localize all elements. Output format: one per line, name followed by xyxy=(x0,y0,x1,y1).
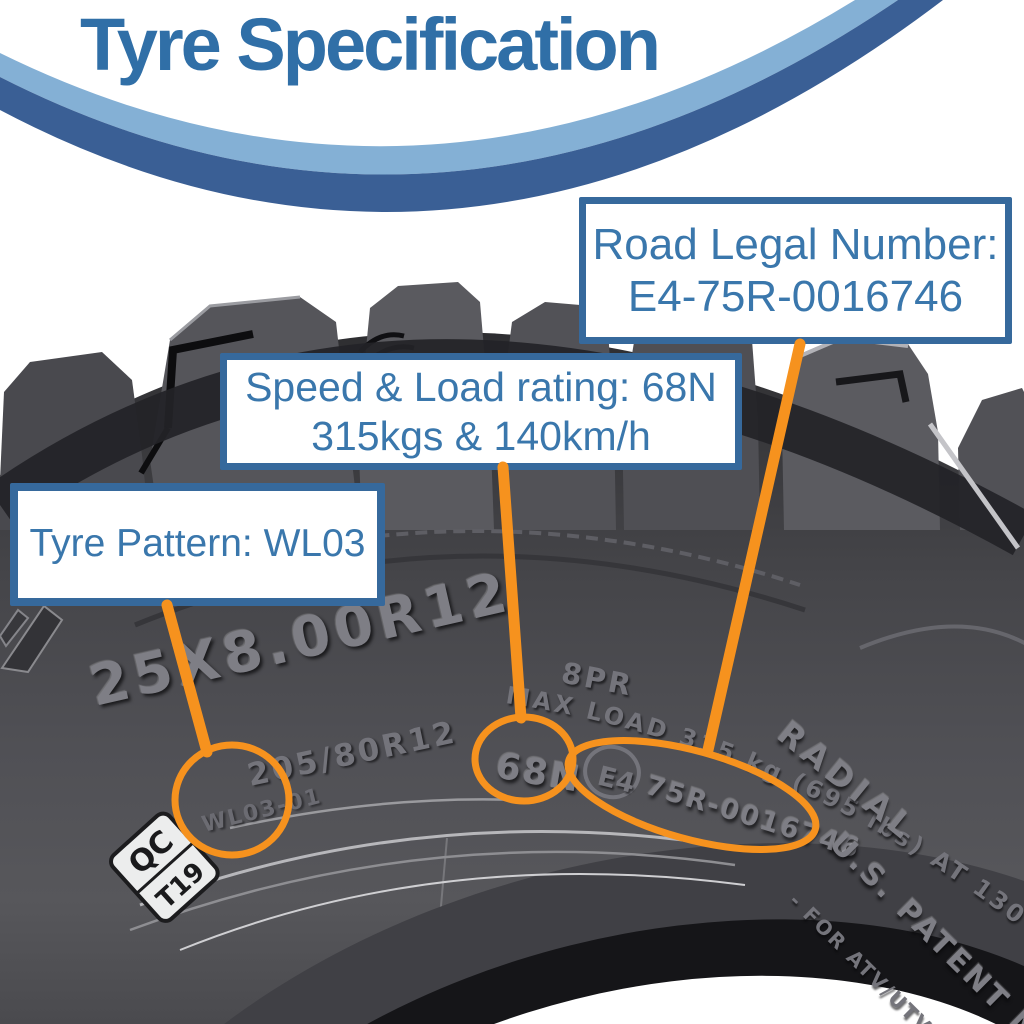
road-legal-label: Road Legal Number: xyxy=(592,219,999,269)
highlight-ellipse-e-number xyxy=(564,737,820,853)
marking-atv-use: - FOR ATV/UTV xyxy=(784,888,936,1024)
leader-line-speed-load xyxy=(497,461,527,724)
tread-chevron-emblem xyxy=(0,604,64,674)
page-title: Tyre Specification xyxy=(80,3,661,86)
highlight-circle-pattern-code xyxy=(171,741,293,859)
marking-pattern-code: WL03-01 xyxy=(199,784,324,838)
leader-line-tyre-pattern xyxy=(161,599,213,758)
qc-stamp-bottom: T19 xyxy=(151,857,211,915)
tyre-pattern-label: Tyre Pattern: WL03 xyxy=(29,522,366,566)
callout-speed-load-rating: Speed & Load rating: 68N 315kgs & 140km/… xyxy=(220,353,742,470)
marking-radial: RADIAL xyxy=(770,713,924,849)
marking-patent-text: U.S. PATENT NO. xyxy=(822,826,1024,1024)
tyre-bead-and-rim xyxy=(21,798,1024,1024)
callout-road-legal-number: Road Legal Number: E4-75R-0016746 xyxy=(579,197,1012,344)
marking-size-metric: 205/80R12 xyxy=(244,714,460,794)
marking-e-number: 75R-0016746 xyxy=(642,770,864,865)
qc-stamp-top: QC xyxy=(122,824,181,882)
e-mark-circle xyxy=(583,744,641,800)
marking-atv-use-text: - FOR ATV/UTV xyxy=(784,888,934,1024)
qc-stamp: QC T19 xyxy=(109,811,220,923)
speed-load-value: 315kgs & 140km/h xyxy=(311,412,651,459)
marking-patent: U.S. PATENT NO. xyxy=(822,826,1024,1024)
speed-load-label: Speed & Load rating: 68N xyxy=(245,364,717,411)
marking-e-mark: E4 xyxy=(594,761,638,800)
callout-tyre-pattern: Tyre Pattern: WL03 xyxy=(10,483,385,606)
marking-ply-rating: 8PR xyxy=(559,655,637,702)
highlight-circle-load-index xyxy=(471,713,577,805)
road-legal-value: E4-75R-0016746 xyxy=(627,271,964,321)
marking-load-speed-index: 68N xyxy=(492,745,584,800)
